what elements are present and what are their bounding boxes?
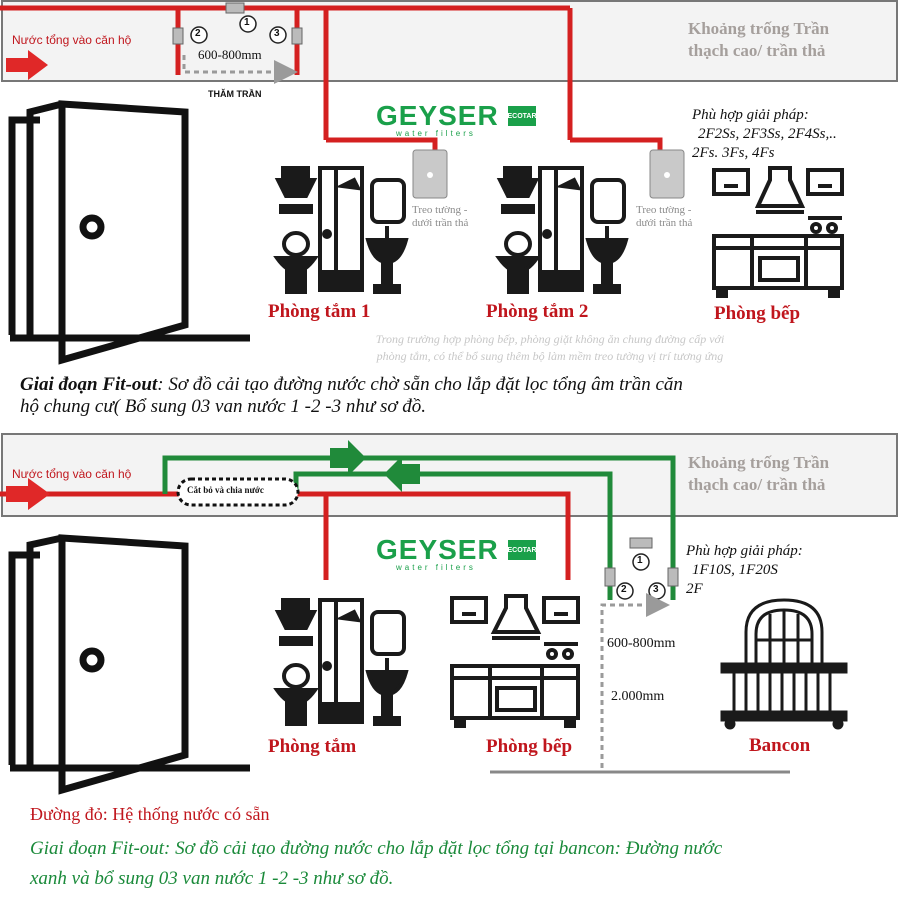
geyser-logo-top: GEYSER	[376, 100, 499, 132]
solution-bottom-line2: 2F	[686, 581, 703, 597]
existing-pipes-top	[0, 5, 663, 152]
wall-filter-unit-2	[649, 149, 685, 199]
inlet-label-top: Nước tổng vào căn hộ	[12, 33, 132, 47]
legend-red: Đường đỏ: Hệ thống nước có sẵn	[30, 804, 270, 824]
valve-2-number-bottom: 2	[621, 584, 627, 595]
room-bath-2-label: Phòng tắm 2	[486, 301, 589, 322]
flow-arrow-out-icon	[330, 440, 366, 476]
brand-badge-top: ECOTAR	[507, 106, 537, 126]
valve-2-badge-bottom	[616, 582, 634, 600]
bathroom-icon-bottom	[273, 598, 409, 726]
cut-split-label: Cắt bỏ và chia nước	[187, 485, 264, 495]
solution-bottom-title: Phù hợp giải pháp:	[686, 543, 803, 559]
door-icon-top	[8, 100, 250, 365]
wall-mount-note-1-line2: dưới trần thả	[412, 217, 469, 229]
solution-bottom: Phù hợp giải pháp: 1F10S, 1F20S 2F	[686, 542, 803, 599]
valve-2-number-top: 2	[195, 28, 201, 39]
door-icon-bottom	[8, 534, 250, 795]
valve-2-bottom	[604, 567, 616, 587]
brand-sub-bottom: water filters	[396, 563, 476, 572]
valve-3-number-top: 3	[274, 28, 280, 39]
caption-top: Giai đoạn Fit-out: Sơ đồ cải tạo đường n…	[20, 374, 880, 418]
ceiling-access-label: THĂM TRẦN	[208, 89, 262, 99]
faint-note-top-line1: Trong trường hợp phòng bếp, phòng giặt k…	[375, 332, 725, 346]
valve-2-top	[172, 27, 184, 45]
wall-mount-note-2-line1: Treo tường -	[636, 204, 692, 216]
caption-bottom-line2: xanh và bổ sung 03 van nước 1 -2 -3 như …	[30, 868, 394, 889]
caption-top-line2: hộ chung cư( Bổ sung 03 van nước 1 -2 -3…	[20, 396, 426, 417]
distance-arrow-bottom	[600, 593, 670, 768]
valve-3-number-bottom: 3	[653, 584, 659, 595]
inlet-label-bottom: Nước tổng vào căn hộ	[12, 467, 132, 481]
geyser-logo-bottom: GEYSER	[376, 534, 499, 566]
caption-bottom: Giai đoạn Fit-out: Sơ đồ cải tạo đường n…	[30, 834, 890, 894]
brand-name-top: GEYSER	[376, 100, 499, 131]
room-kitchen-top-label: Phòng bếp	[714, 303, 801, 324]
ceiling-note-top-line2: thạch cao/ trần thả	[688, 41, 826, 60]
cut-split-box	[176, 477, 300, 507]
balcony-icon	[720, 598, 848, 730]
brand-sub-top: water filters	[396, 129, 476, 138]
room-bath-bottom-label: Phòng tắm	[268, 736, 357, 757]
flow-arrow-in-icon	[384, 456, 420, 492]
valve-1-bottom	[629, 537, 653, 549]
wall-mount-note-2-line2: dưới trần thả	[636, 217, 693, 229]
inlet-arrow-icon-top	[6, 50, 48, 80]
ceiling-note-top-line1: Khoảng trống Trần	[688, 19, 830, 38]
inlet-arrow-icon-bottom	[6, 478, 50, 510]
solution-top-title: Phù hợp giải pháp:	[692, 107, 809, 123]
room-kitchen-bottom-label: Phòng bếp	[486, 736, 573, 757]
valve-3-badge-top	[269, 26, 287, 44]
brand-badge-bottom: ECOTAR	[507, 540, 537, 560]
wall-filter-unit-1	[412, 149, 448, 199]
wall-mount-note-2: Treo tường - dưới trần thả	[636, 204, 692, 230]
solution-bottom-line1: 1F10S, 1F20S	[692, 562, 778, 578]
solution-top: Phù hợp giải pháp: 2F2Ss, 2F3Ss, 2F4Ss,.…	[692, 106, 837, 163]
valve-1-badge-bottom	[632, 553, 650, 571]
caption-top-line1: Giai đoạn Fit-out: Sơ đồ cải tạo đường n…	[20, 374, 880, 396]
valve-1-top	[225, 2, 245, 14]
ceiling-note-bottom: Khoảng trống Trần thạch cao/ trần thả	[688, 452, 829, 496]
kitchen-icon-top	[712, 166, 844, 298]
valve-1-number-top: 1	[244, 17, 250, 28]
wall-mount-note-1-line1: Treo tường -	[412, 204, 468, 216]
caption-bottom-line1: Giai đoạn Fit-out: Sơ đồ cải tạo đường n…	[30, 838, 723, 859]
distance-label-bottom: 600-800mm	[607, 636, 676, 651]
room-bath-1-label: Phòng tắm 1	[268, 301, 371, 322]
valve-3-bottom	[667, 567, 679, 587]
distance-label-top: 600-800mm	[198, 47, 262, 62]
solution-top-line1: 2F2Ss, 2F3Ss, 2F4Ss,..	[698, 126, 837, 142]
valve-1-number-bottom: 1	[637, 555, 643, 566]
room-balcony-label: Bancon	[749, 735, 811, 756]
bathroom-1-icon	[273, 166, 409, 294]
caption-top-line1-text: : Sơ đồ cải tạo đường nước chờ sẵn cho l…	[157, 374, 683, 395]
brand-name-bottom: GEYSER	[376, 534, 499, 565]
solution-top-line2: 2Fs. 3Fs, 4Fs	[692, 145, 775, 161]
ceiling-note-bottom-line2: thạch cao/ trần thả	[688, 475, 826, 494]
bathroom-2-icon	[495, 166, 629, 294]
faint-note-top-line2: phòng tắm, có thể bổ sung thêm bộ làm mề…	[376, 349, 724, 363]
valve-2-badge-top	[190, 26, 208, 44]
valve-1-badge-top	[239, 15, 257, 33]
ceiling-note-bottom-line1: Khoảng trống Trần	[688, 453, 830, 472]
ceiling-space-top	[1, 0, 898, 82]
height-label-bottom: 2.000mm	[611, 689, 665, 704]
ceiling-note-top: Khoảng trống Trần thạch cao/ trần thả	[688, 18, 829, 62]
caption-top-bold: Giai đoạn Fit-out	[20, 374, 158, 395]
kitchen-icon-bottom	[450, 594, 580, 728]
faint-note-top: Trong trường hợp phòng bếp, phòng giặt k…	[300, 331, 800, 365]
wall-mount-note-1: Treo tường - dưới trần thả	[412, 204, 468, 230]
valve-3-top	[291, 27, 303, 45]
